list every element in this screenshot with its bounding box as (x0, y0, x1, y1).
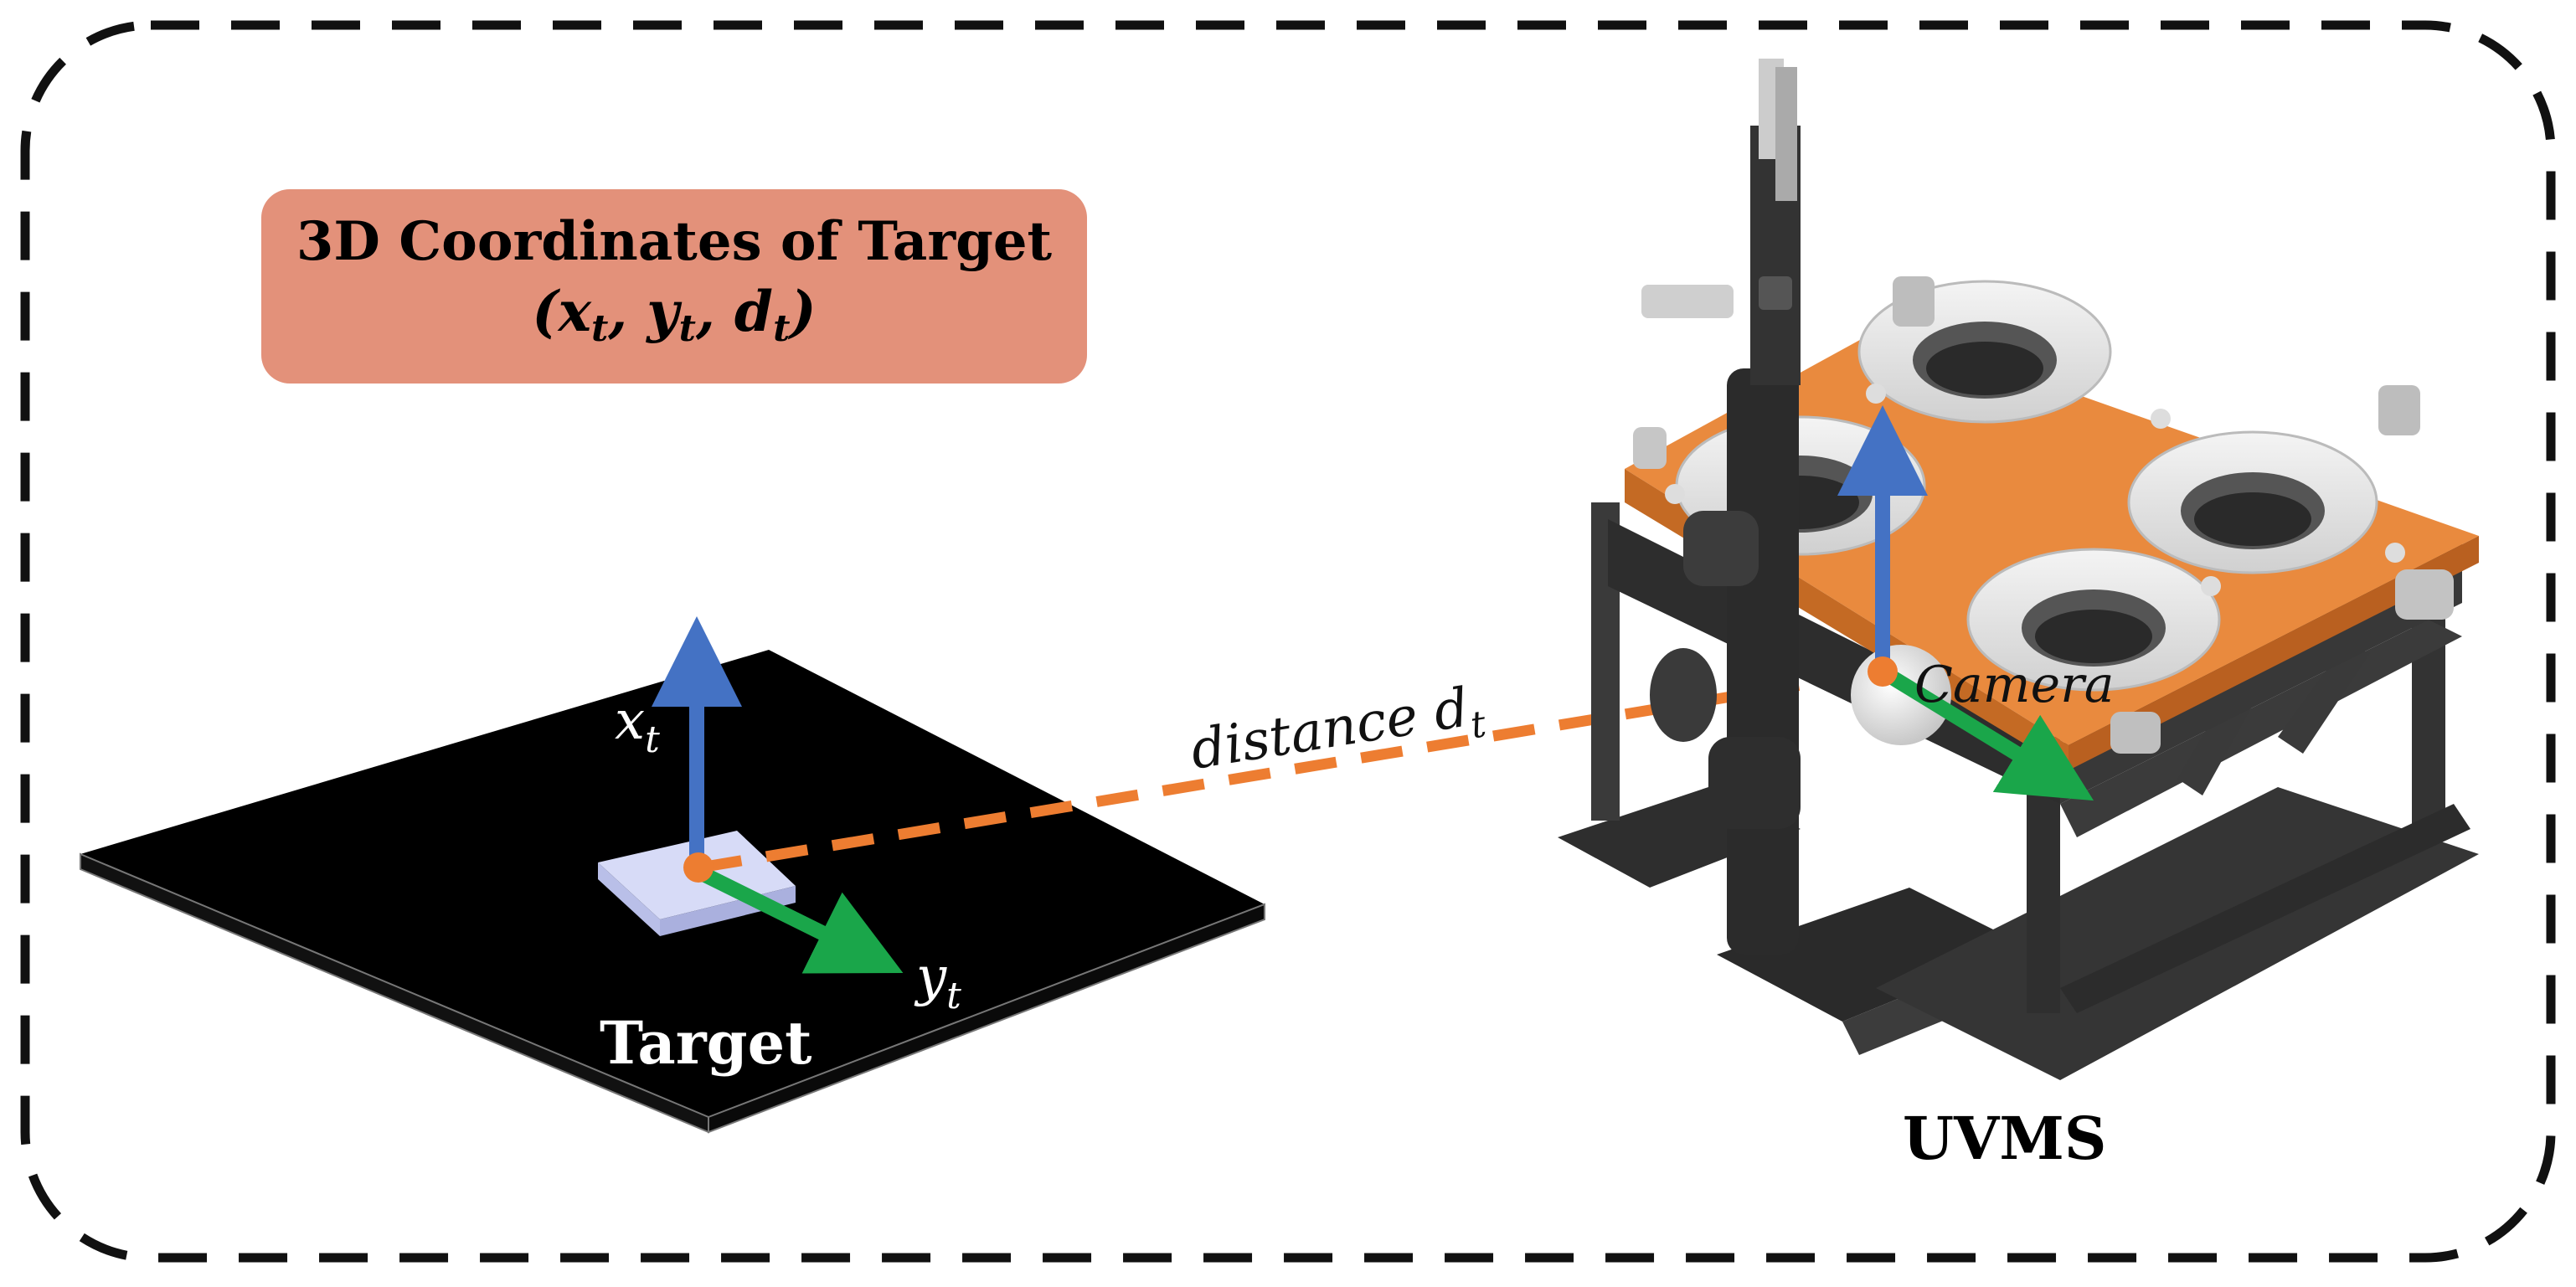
target-label: Target (600, 1008, 811, 1078)
target-x-axis-label: xt (615, 690, 660, 761)
target-y-axis-arrow (693, 863, 904, 974)
coordinates-box-title: 3D Coordinates of Target (296, 209, 1053, 273)
camera-y-axis-arrow (1878, 665, 2094, 801)
uvms-label: UVMS (1903, 1104, 2106, 1173)
target-y-axis-label: yt (914, 946, 961, 1017)
uvms-vehicle (1558, 59, 2479, 1080)
camera-origin-dot (1868, 656, 1898, 687)
coordinates-box-tuple: (xt, yt, dt) (532, 278, 817, 350)
distance-label: distance dt (1187, 675, 1489, 791)
coordinates-box: 3D Coordinates of Target (xt, yt, dt) (261, 189, 1087, 384)
target-origin-dot (683, 852, 714, 883)
camera-label: Camera (1914, 656, 2115, 714)
dashed-border (20, 20, 2556, 1263)
